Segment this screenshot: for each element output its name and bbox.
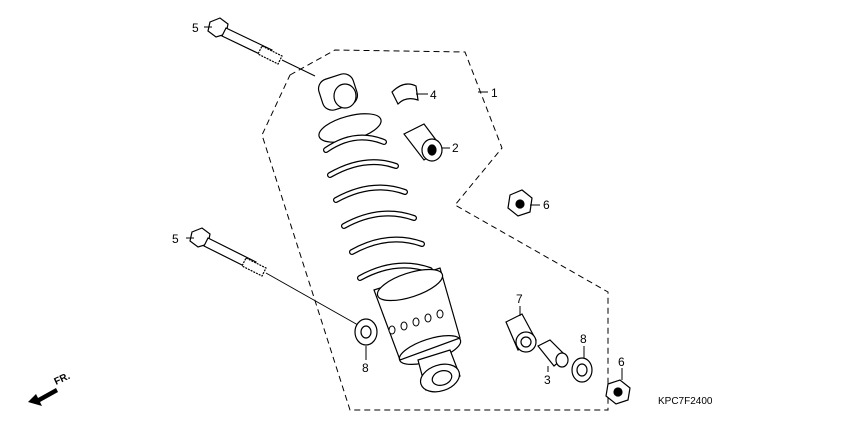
lower-bearing [505,313,537,353]
dust-seal-right [571,357,593,383]
callout-1: 1 [491,86,498,100]
upper-nut [507,189,533,217]
clip-part [391,83,419,106]
upper-mount-bolt [207,17,316,77]
callout-6-top: 6 [543,198,550,212]
callout-5-mid: 5 [172,232,179,246]
leader-lines [186,26,623,380]
collar [537,339,569,368]
lower-nut [605,379,631,405]
lower-mount-bolt [189,227,359,326]
callout-8-left: 8 [362,361,369,375]
callout-5-top: 5 [192,21,199,35]
upper-bushing [403,123,443,162]
callout-7: 7 [516,292,523,306]
front-direction-arrow: FR. [28,371,72,406]
dust-seal-left [354,318,378,346]
callout-8-right: 8 [580,332,587,346]
callout-3: 3 [544,373,551,387]
callout-6-bottom: 6 [618,355,625,369]
diagram-code: KPC7F2400 [658,396,713,407]
direction-label: FR. [53,371,72,388]
assembly-outline [261,49,609,411]
callout-4: 4 [430,88,437,102]
shock-absorber [317,73,462,393]
callout-2: 2 [452,141,459,155]
